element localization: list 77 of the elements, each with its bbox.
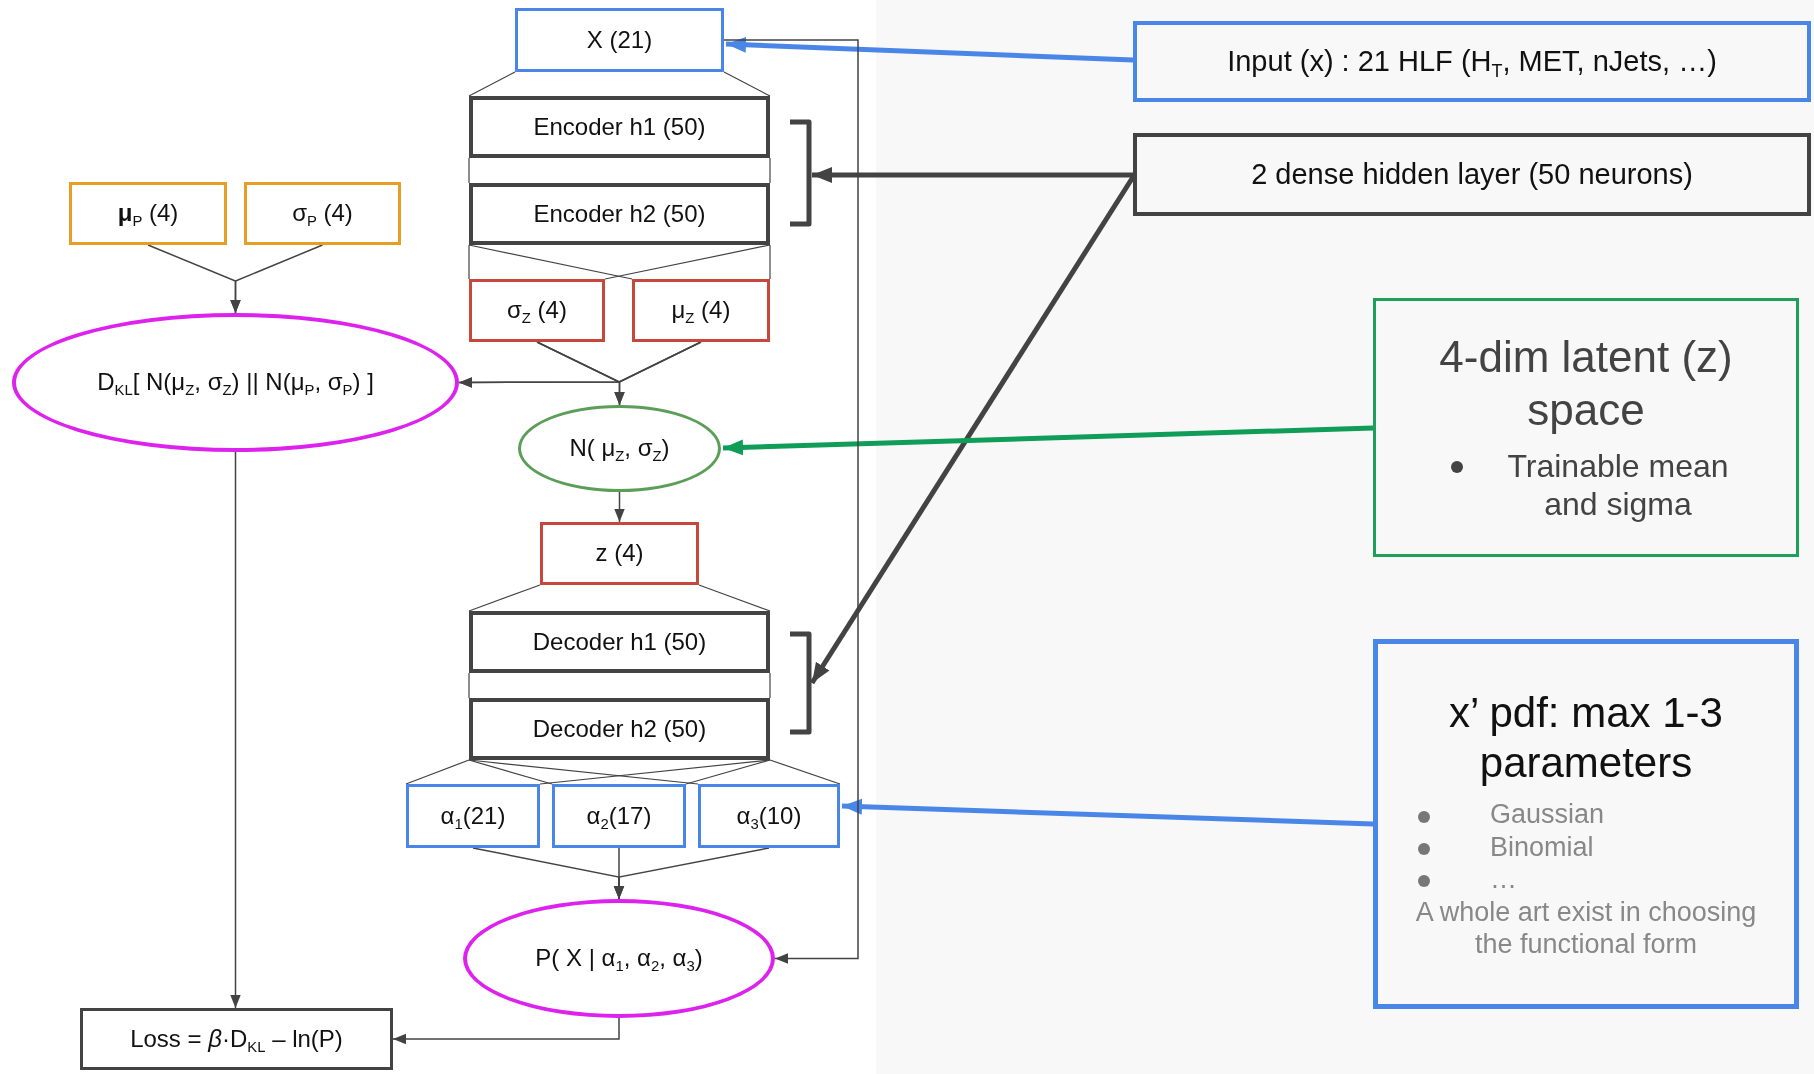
node-label: μ$_{P}$ (4) (117, 199, 179, 228)
process-box (469, 698, 770, 760)
node-label: N( μ$_{Z}$, σ$_{Z}$) (569, 434, 670, 463)
process-box (552, 784, 686, 848)
connector-line (468, 244, 470, 280)
arrow (613, 847, 770, 900)
connector-line (468, 244, 633, 280)
ellipse-node (463, 899, 775, 1018)
connector-line (769, 672, 771, 699)
connector-line (723, 71, 771, 97)
process-box (469, 96, 770, 158)
node-label: α$_{1}$(21) (440, 801, 506, 831)
arrow (809, 175, 1136, 685)
process-box (69, 182, 227, 245)
process-box (1133, 21, 1811, 102)
node-label: Loss = β·D$_{KL}$ – ln(P) (130, 1024, 343, 1054)
node-label: Encoder h1 (50) (533, 112, 706, 142)
bracket (788, 631, 812, 735)
arrow (841, 798, 1374, 827)
node-label: P( X | α$_{1}$, α$_{2}$, α$_{3}$) (535, 944, 703, 973)
node-label: X (21) (586, 25, 653, 55)
node-label: … (1490, 863, 1518, 896)
node-label: σ$_{Z}$ (4) (507, 296, 567, 325)
arrow (458, 341, 702, 388)
arrow (723, 39, 859, 964)
node-label: A whole art exist in choosing the functional form (1414, 895, 1758, 961)
connector-line (468, 71, 516, 97)
connector-line (769, 244, 771, 280)
process-box (632, 279, 770, 342)
process-box (469, 183, 770, 245)
node-label: μ$_{Z}$ (4) (671, 296, 731, 325)
node-label: σ$_{P}$ (4) (292, 199, 353, 228)
arrow (812, 167, 1133, 183)
node-label: D$_{KL}$[ N(μ$_{Z}$, σ$_{Z}$) || N(μ$_{P}$, σ$_{P}$) ] (97, 368, 374, 397)
node-label: Decoder h1 (50) (532, 627, 707, 657)
arrow (614, 491, 625, 523)
arrow (230, 244, 324, 314)
process-box (1133, 133, 1811, 216)
node-label: Input (x) : 21 HLF (H$_{T}$, MET, nJets, …) (1227, 44, 1717, 79)
node-label: z (4) (595, 539, 644, 568)
connector-line (685, 759, 771, 785)
process-box (80, 1008, 393, 1070)
node-label: Trainable mean and sigma (1506, 446, 1730, 524)
connector-line (468, 157, 470, 184)
process-box (244, 182, 401, 245)
connector-line (604, 244, 771, 280)
ellipse-node (12, 313, 459, 452)
connector-line (468, 584, 541, 612)
connector-line (468, 759, 699, 785)
connector-line (405, 759, 470, 785)
process-box (515, 8, 724, 72)
process-box (1373, 298, 1799, 557)
arrow (722, 425, 1374, 456)
node-label: 4-dim latent (z) space (1438, 331, 1734, 437)
bracket (788, 119, 812, 227)
arrow (230, 451, 241, 1009)
process-box (469, 279, 605, 342)
node-label: Gaussian (1490, 798, 1606, 831)
node-label: α$_{3}$(10) (736, 801, 802, 831)
arrow (725, 36, 1134, 63)
connector-line (698, 584, 771, 612)
process-box (469, 611, 770, 673)
ellipse-node (518, 405, 721, 492)
connector-line (769, 759, 841, 785)
connector-line (468, 672, 470, 699)
process-box (1373, 639, 1799, 1009)
process-box (698, 784, 840, 848)
connector-line (769, 157, 771, 184)
node-label: Binomial (1490, 830, 1595, 864)
node-label: Encoder h2 (50) (533, 199, 706, 229)
node-label: 2 dense hidden layer (50 neurons) (1251, 157, 1693, 192)
node-label: Decoder h2 (50) (532, 714, 707, 744)
process-box (406, 784, 540, 848)
arrow (392, 1017, 620, 1045)
node-label: x’ pdf: max 1-3 parameters (1448, 687, 1724, 788)
process-box (540, 522, 699, 585)
node-label: α$_{2}$(17) (586, 801, 652, 831)
